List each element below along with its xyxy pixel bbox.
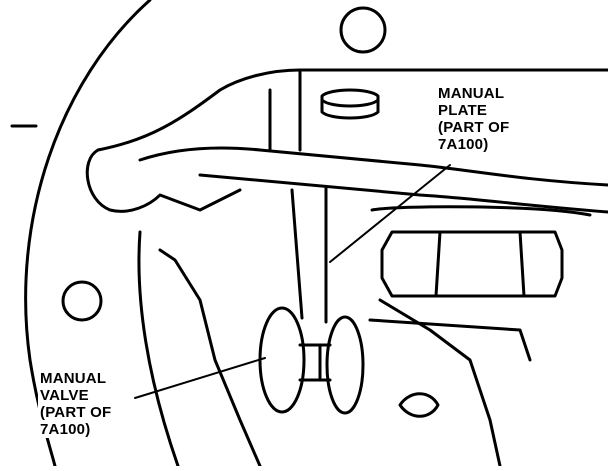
leader-manual-plate [329,164,451,263]
cap-plug [320,88,380,120]
bolt-hole-left [61,280,103,322]
callout-manual-valve-line-4: 7A100) [40,421,91,438]
callout-manual-plate-line-3: (PART OF [438,119,510,136]
callout-manual-plate: MANUAL PLATE (PART OF 7A100) [436,85,512,153]
callout-manual-valve-line-2: VALVE [40,387,89,404]
callout-manual-plate-line-1: MANUAL [438,85,505,102]
casting-boss-left [85,148,242,213]
leader-manual-valve [134,357,266,399]
valve-land-back [325,315,365,415]
callout-manual-valve: MANUAL VALVE (PART OF 7A100) [38,370,114,438]
manual-plate-arm [290,186,328,324]
valve-spool-stem [298,343,332,382]
valve-body-bore [368,318,532,362]
valve-body-left-wall [158,248,262,468]
casting-ledge-lower [198,173,608,214]
valve-body-right-wall [378,298,502,468]
callout-manual-valve-line-1: MANUAL [40,370,107,387]
detent-notch [398,392,440,418]
hex-nut [380,230,564,298]
valve-land-front [258,306,306,414]
hex-nut-washer [370,205,592,217]
casting-ledge [138,146,608,187]
callout-manual-valve-line-3: (PART OF [40,404,112,421]
bolt-hole-top [339,6,387,54]
housing-inner-arc [137,230,180,468]
casting-upper-edge [96,68,608,152]
callout-manual-plate-line-2: PLATE [438,102,488,119]
callout-manual-plate-line-4: 7A100) [438,136,489,153]
